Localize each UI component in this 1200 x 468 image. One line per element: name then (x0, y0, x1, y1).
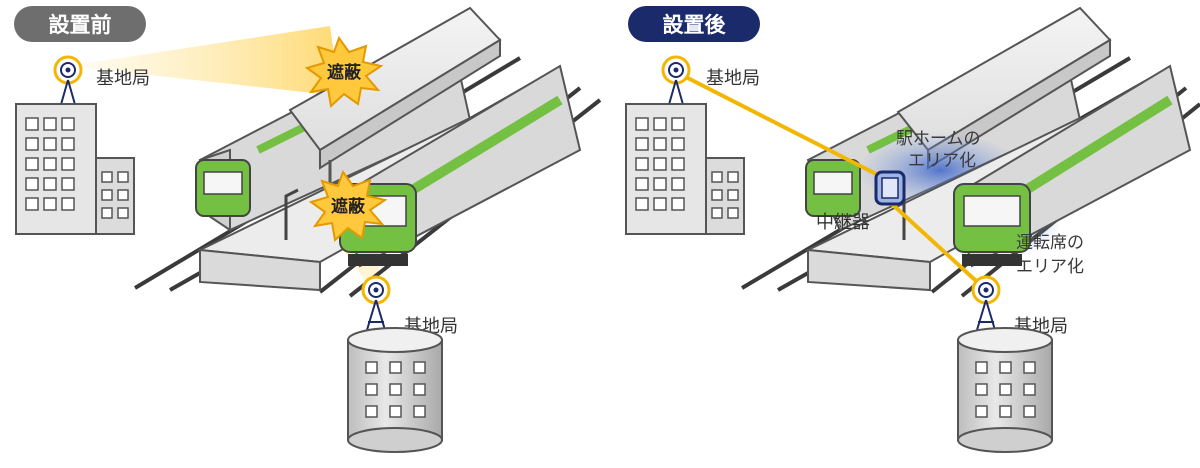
before-block-label-lower: 遮蔽 (331, 196, 366, 217)
after-badge-pill (628, 6, 760, 42)
before-badge-pill (14, 6, 146, 42)
antenna-tower-icon (971, 275, 1001, 341)
after-platform-area-line2: エリア化 (908, 151, 976, 171)
before-tower-top: 基地局 (53, 55, 150, 123)
before-block-burst-upper: 遮蔽 (304, 35, 384, 108)
before-block-burst-lower: 遮蔽 (308, 169, 388, 242)
repeater-device-icon (874, 170, 906, 206)
blocked-burst-icon (308, 169, 388, 242)
before-badge: 設置前 (14, 6, 146, 42)
after-tower-top: 基地局 (661, 55, 760, 123)
after-train-front (952, 64, 1192, 268)
office-building-icon (15, 103, 135, 235)
after-cab-area-note: 運転席の エリア化 (1016, 233, 1084, 277)
before-block-label-upper: 遮蔽 (327, 62, 362, 83)
after-repeater: 中継器 (816, 170, 906, 233)
before-building-cylinder (347, 327, 443, 453)
after-badge: 設置後 (628, 6, 760, 42)
after-badge-label: 設置後 (663, 13, 727, 37)
antenna-tower-icon (661, 55, 691, 123)
office-building-icon (625, 103, 745, 235)
before-station-label-top: 基地局 (96, 68, 150, 89)
office-building-icon (957, 327, 1053, 453)
after-building-left (625, 103, 745, 235)
before-badge-label: 設置前 (49, 13, 112, 37)
after-platform-area-note: 駅ホームの エリア化 (896, 129, 981, 171)
antenna-tower-icon (53, 55, 83, 123)
blocked-burst-icon (304, 35, 384, 108)
after-cab-area-line1: 運転席の (1016, 233, 1084, 253)
before-signal-beam-upper (68, 26, 340, 96)
before-panel: 設置前 (14, 6, 602, 453)
after-platform-area-line1: 駅ホームの (896, 129, 981, 149)
antenna-tower-icon (361, 275, 391, 341)
after-cab-area-line2: エリア化 (1016, 257, 1084, 277)
after-station-label-top: 基地局 (706, 68, 760, 89)
signal-line-repeater-to-bottom (890, 202, 988, 292)
office-building-icon (347, 327, 443, 453)
signal-line-top-to-repeater (675, 70, 881, 178)
before-building-left (15, 103, 135, 235)
after-panel: 設置後 (625, 6, 1200, 453)
after-building-cylinder (957, 327, 1053, 453)
after-signal-lines (675, 70, 988, 292)
after-repeater-label: 中継器 (816, 212, 870, 233)
